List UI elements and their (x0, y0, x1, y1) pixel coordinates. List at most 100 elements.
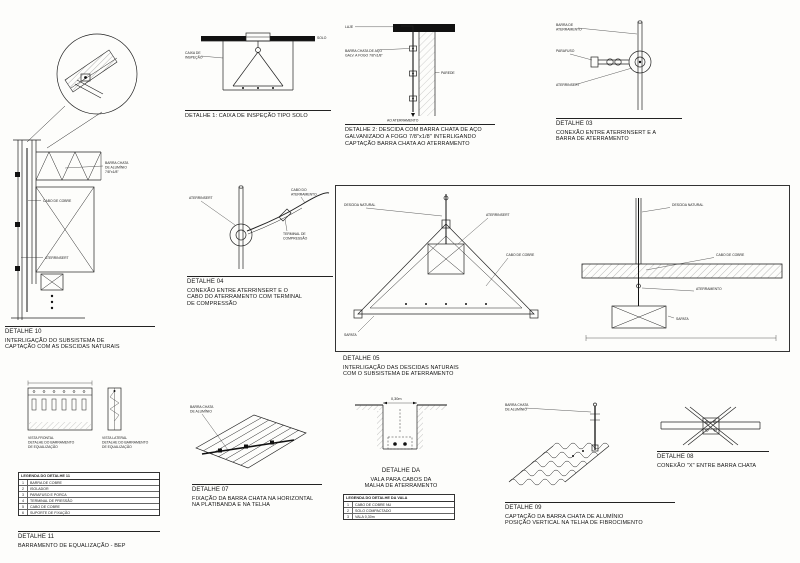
caption-line: INTERLIGAÇÃO DO SUBSISTEMA DE (5, 337, 105, 344)
caption-detalhe-09: DETALHE 09 CAPTAÇÃO DA BARRA CHATA DE AL… (505, 502, 675, 527)
label-descida: DESCIDA NATURAL (344, 203, 376, 207)
detail-title: DETALHE 09 (505, 505, 542, 511)
bolt-assembly (590, 56, 629, 68)
caption-line: POSIÇÃO VERTICAL NA TELHA DE FIBROCIMENT… (505, 520, 643, 527)
caption-line: DETALHE 2: DESCIDA COM BARRA CHATA DE AÇ… (345, 127, 482, 133)
drawing-detalhe-2: LAJE BARRA CHATA DE AÇO GALV. A FOGO 7/8… (345, 24, 455, 123)
detail-title: DETALHE 10 (5, 329, 42, 335)
label-barra-chata: BARRA CHATA (190, 405, 214, 409)
label-vista-lateral: DETALHE DO BARRAMENTO (102, 441, 149, 445)
dim-label: 0,30m (391, 397, 402, 401)
caption-line: MALHA DE ATERRAMENTO (364, 483, 438, 490)
caption-line: DE COMPRESSÃO (187, 301, 237, 308)
drawing-detalhe-05: DESCIDA NATURAL ATERRINSERT CABO DE COBR… (344, 194, 783, 341)
caption-line: CAPTAÇÃO DA BARRA CHATA DE ALUMÍNIO (505, 513, 624, 520)
detail-title: DETALHE 03 (556, 121, 593, 127)
ground-surface (201, 32, 315, 42)
label-barra-chata: BARRA CHATA (505, 403, 529, 407)
flat-bar (201, 439, 295, 455)
legend-text: TERMINAL DE PRESSÃO (30, 498, 73, 503)
dimension-line (27, 380, 93, 386)
drawing-detalhe-10: BARRA CHATA DE ALUMÍNIO 7/8"x1/8" CABO D… (11, 33, 138, 320)
wall (418, 32, 436, 116)
caption-detalhe-04: DETALHE 04 CONEXÃO ENTRE ATERRINSERT E O… (187, 276, 333, 308)
detail-title: DETALHE DA (381, 468, 421, 474)
label-terminal: COMPRESSÃO (283, 236, 308, 241)
legend-header: LEGENDA DO DETALHE DA VALA (344, 495, 454, 502)
label-barra-chata: 7/8"x1/8" (105, 170, 119, 174)
label-caixa: CAIXA DE (185, 51, 201, 55)
caption-line: CONEXÃO "X" ENTRE BARRA CHATA (657, 462, 757, 469)
caption-detalhe-vala: DETALHE DA VALA PARA CABOS DA MALHA DE A… (345, 468, 457, 490)
cable (246, 192, 330, 235)
label-terminal: TERMINAL DE (283, 232, 306, 236)
caption-line: CAPTAÇÃO BARRA CHATA AO ATERRAMENTO (345, 140, 470, 147)
legend-num: 2 (344, 508, 353, 513)
detail-title: DETALHE 08 (657, 454, 694, 460)
section-labels: DESCIDA NATURAL CABO DE COBRE ATERRAMENT… (641, 203, 745, 321)
labels: CAIXA DE INSPEÇÃO SOLO (185, 36, 327, 60)
label-cabo: ATERRAMENTO (291, 193, 317, 197)
label-sapata: SAPATA (344, 333, 357, 337)
drawing-detalhe-vala: 0,30m (355, 397, 447, 450)
legend-text: CABO DE COBRE (30, 504, 60, 509)
bep-front-view (27, 387, 93, 431)
caption-detalhe-07: DETALHE 07 FIXAÇÃO DA BARRA CHATA NA HOR… (192, 484, 322, 509)
ground-bar (637, 20, 643, 110)
labels: BARRA CHATA DE ALUMÍNIO 7/8"x1/8" CABO D… (21, 161, 129, 260)
label-barra-chata: GALV. A FOGO 7/8"x1/8" (345, 54, 383, 58)
panel-detalhe-04: ATERRINSERT CABO DO ATERRAMENTO TERMINAL… (183, 183, 333, 273)
legend-text: SOLO COMPACTADO (355, 508, 392, 513)
legend-num: 5 (19, 504, 28, 509)
label-barra-chata: DE ALUMÍNIO (505, 408, 527, 412)
legend-num: 6 (19, 510, 28, 515)
label-barra-chata: BARRA CHATA (105, 161, 129, 165)
legend-text: PARAFUSO E PORCA (30, 492, 67, 497)
labels: ATERRINSERT CABO DO ATERRAMENTO TERMINAL… (189, 188, 317, 241)
section-view (581, 198, 783, 341)
label-aterrinsert: ATERRINSERT (45, 256, 69, 260)
drawing-detalhe-11: VISTA FRONTAL DETALHE DO BARRAMENTO DE E… (27, 380, 149, 449)
legend-text: ISOLADOR (30, 486, 49, 491)
caption-line: INTERLIGAÇÃO DAS DESCIDAS NATURAIS (343, 364, 459, 371)
label-vista-frontal: DE EQUALIZAÇÃO (28, 444, 58, 449)
drawing-detalhe-03: BARRA DE ATERRAMENTO PARAFUSO ATERRINSER… (556, 20, 652, 110)
label-vista-lateral: VISTA LATERAL (102, 436, 127, 440)
caption-detalhe-08: DETALHE 08 CONEXÃO "X" ENTRE BARRA CHATA (657, 451, 769, 469)
caption-line: NA PLATIBANDA E NA TELHA (192, 502, 271, 509)
caption-detalhe-05: DETALHE 05 INTERLIGAÇÃO DAS DESCIDAS NAT… (343, 356, 543, 378)
legend-text: BARRA DE COBRE (30, 480, 62, 485)
panel-detalhe-05: DESCIDA NATURAL ATERRINSERT CABO DE COBR… (335, 185, 790, 352)
detail-title: DETALHE 07 (192, 487, 229, 493)
label-aterrinsert: ATERRINSERT (556, 83, 580, 87)
caption-line: VALA PARA CABOS DA (370, 476, 432, 483)
bep-side-view (107, 387, 122, 431)
panel-detalhe-2: LAJE BARRA CHATA DE AÇO GALV. A FOGO 7/8… (343, 16, 493, 123)
panel-detalhe-03: BARRA DE ATERRAMENTO PARAFUSO ATERRINSER… (552, 16, 682, 114)
panel-detalhe-10: BARRA CHATA DE ALUMÍNIO 7/8"x1/8" CABO D… (5, 22, 180, 322)
panel-detalhe-11: VISTA FRONTAL DETALHE DO BARRAMENTO DE E… (18, 378, 163, 470)
label-barra-chata: DE ALUMÍNIO (190, 410, 212, 414)
corrugated-roof (508, 442, 610, 486)
legend-num: 3 (344, 514, 353, 519)
panel-detalhe-1: CAIXA DE INSPEÇÃO SOLO (183, 28, 333, 108)
truss-beam (35, 151, 102, 273)
label-laje: LAJE (345, 25, 354, 29)
label-sapata: SAPATA (676, 317, 689, 321)
caption-detalhe-2: DETALHE 2: DESCIDA COM BARRA CHATA DE AÇ… (345, 124, 495, 148)
detail-title: DETALHE 11 (18, 534, 55, 540)
drawing-detalhe-1: CAIXA DE INSPEÇÃO SOLO (185, 32, 327, 91)
label-vista-lateral: DE EQUALIZAÇÃO (102, 444, 132, 449)
clamp (229, 223, 253, 247)
legend-text: SUPORTE DE FIXAÇÃO (30, 510, 71, 515)
plan-labels: DESCIDA NATURAL ATERRINSERT CABO DE COBR… (344, 203, 535, 337)
caption-line: DETALHE 1: CAIXA DE INSPEÇÃO TIPO SOLO (185, 113, 308, 119)
detail-title: DETALHE 04 (187, 279, 224, 285)
